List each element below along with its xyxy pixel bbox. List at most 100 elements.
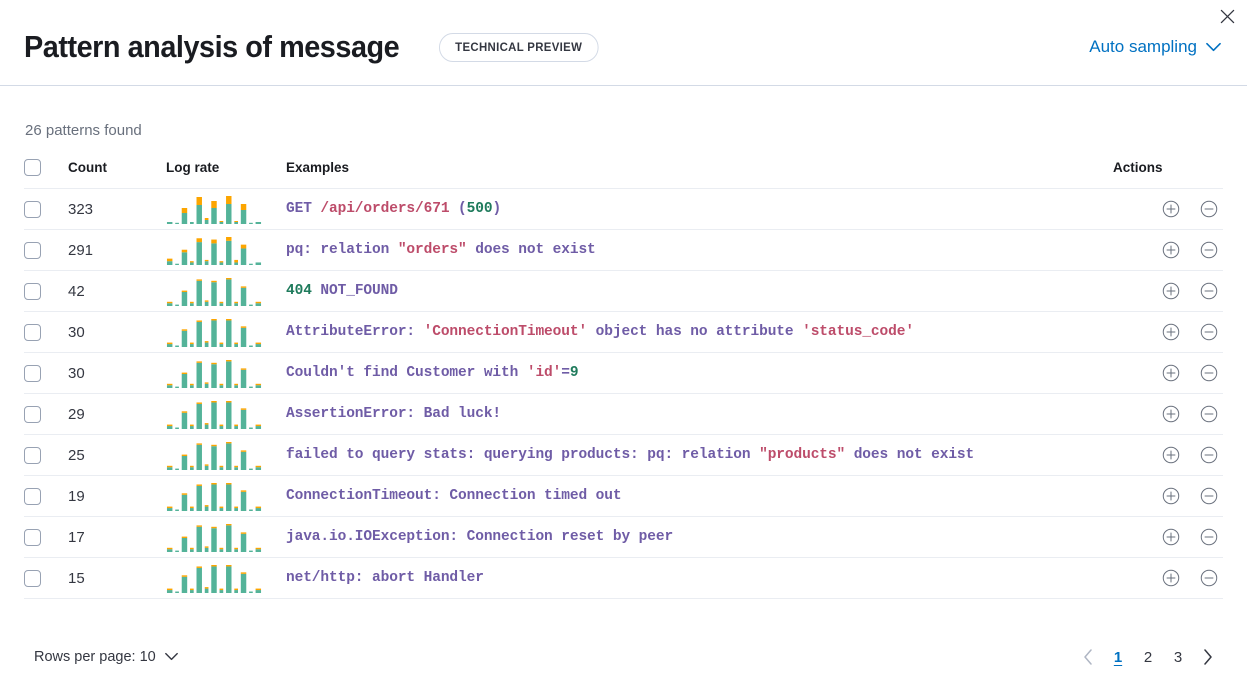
row-count: 30 xyxy=(68,311,166,353)
column-header-count[interactable]: Count xyxy=(68,153,166,189)
remove-filter-icon[interactable] xyxy=(1195,318,1223,346)
add-filter-icon[interactable] xyxy=(1157,482,1185,510)
table-row[interactable]: 19 ConnectionTimeout: Connection timed ou… xyxy=(24,475,1223,517)
remove-filter-icon[interactable] xyxy=(1195,400,1223,428)
example-token: AssertionError: Bad luck! xyxy=(286,406,502,422)
row-actions xyxy=(1113,516,1223,558)
example-token: net/http: abort Handler xyxy=(286,570,484,586)
remove-filter-icon[interactable] xyxy=(1195,195,1223,223)
pagination-page-1[interactable]: 1 xyxy=(1103,642,1133,672)
remove-filter-icon[interactable] xyxy=(1195,359,1223,387)
row-example: net/http: abort Handler xyxy=(286,557,1113,599)
select-all-checkbox[interactable] xyxy=(24,159,41,176)
example-token: failed to query stats: querying products… xyxy=(286,447,760,463)
row-log-rate-sparkline xyxy=(166,188,286,230)
add-filter-icon[interactable] xyxy=(1157,564,1185,592)
remove-filter-icon[interactable] xyxy=(1195,236,1223,264)
row-checkbox[interactable] xyxy=(24,323,41,341)
row-checkbox[interactable] xyxy=(24,200,41,218)
row-example: ConnectionTimeout: Connection timed out xyxy=(286,475,1113,517)
row-checkbox[interactable] xyxy=(24,446,41,464)
add-filter-icon[interactable] xyxy=(1157,400,1185,428)
table-row[interactable]: 25 failed to query stats: querying produc… xyxy=(24,434,1223,476)
row-count: 19 xyxy=(68,475,166,517)
row-select-cell xyxy=(24,311,68,353)
example-token: AttributeError: xyxy=(286,324,424,340)
row-actions xyxy=(1113,475,1223,517)
row-log-rate-sparkline xyxy=(166,557,286,599)
add-filter-icon[interactable] xyxy=(1157,195,1185,223)
remove-filter-icon[interactable] xyxy=(1195,277,1223,305)
select-all-header xyxy=(24,153,68,189)
table-header-row: Count Log rate Examples Actions xyxy=(24,153,1223,189)
auto-sampling-label: Auto sampling xyxy=(1089,37,1197,56)
pagination-page-3[interactable]: 3 xyxy=(1163,642,1193,672)
add-filter-icon[interactable] xyxy=(1157,359,1185,387)
row-select-cell xyxy=(24,229,68,271)
example-token: does not exist xyxy=(845,447,975,463)
row-log-rate-sparkline xyxy=(166,516,286,558)
row-log-rate-sparkline xyxy=(166,393,286,435)
row-select-cell xyxy=(24,475,68,517)
add-filter-icon[interactable] xyxy=(1157,318,1185,346)
row-actions xyxy=(1113,434,1223,476)
row-checkbox[interactable] xyxy=(24,569,41,587)
remove-filter-icon[interactable] xyxy=(1195,441,1223,469)
chevron-down-icon xyxy=(1206,37,1221,57)
remove-filter-icon[interactable] xyxy=(1195,523,1223,551)
row-select-cell xyxy=(24,270,68,312)
add-filter-icon[interactable] xyxy=(1157,441,1185,469)
page-title: Pattern analysis of message xyxy=(24,29,400,64)
row-checkbox[interactable] xyxy=(24,405,41,423)
row-log-rate-sparkline xyxy=(166,352,286,394)
remove-filter-icon[interactable] xyxy=(1195,482,1223,510)
add-filter-icon[interactable] xyxy=(1157,277,1185,305)
remove-filter-icon[interactable] xyxy=(1195,564,1223,592)
chevron-left-icon[interactable] xyxy=(1073,642,1103,672)
row-checkbox[interactable] xyxy=(24,487,41,505)
row-count: 17 xyxy=(68,516,166,558)
row-actions xyxy=(1113,270,1223,312)
patterns-found-label: 26 patterns found xyxy=(25,122,142,139)
row-example: pq: relation "orders" does not exist xyxy=(286,229,1113,271)
row-log-rate-sparkline xyxy=(166,475,286,517)
close-icon[interactable] xyxy=(1213,2,1241,30)
table-header: Count Log rate Examples Actions xyxy=(24,153,1223,189)
example-token: /api/orders/671 xyxy=(320,201,450,217)
row-checkbox[interactable] xyxy=(24,364,41,382)
example-token: 500 xyxy=(466,201,493,217)
rows-per-page-select[interactable]: Rows per page: 10 xyxy=(24,649,178,665)
column-header-log-rate[interactable]: Log rate xyxy=(166,153,286,189)
add-filter-icon[interactable] xyxy=(1157,236,1185,264)
example-token: does not exist xyxy=(466,242,596,258)
row-select-cell xyxy=(24,393,68,435)
add-filter-icon[interactable] xyxy=(1157,523,1185,551)
column-header-actions: Actions xyxy=(1113,153,1223,189)
column-header-examples[interactable]: Examples xyxy=(286,153,1113,189)
row-count: 25 xyxy=(68,434,166,476)
row-actions xyxy=(1113,311,1223,353)
row-checkbox[interactable] xyxy=(24,241,41,259)
row-checkbox[interactable] xyxy=(24,282,41,300)
row-checkbox[interactable] xyxy=(24,528,41,546)
row-select-cell xyxy=(24,352,68,394)
pagination-page-2[interactable]: 2 xyxy=(1133,642,1163,672)
row-example: 404 NOT_FOUND xyxy=(286,270,1113,312)
row-select-cell xyxy=(24,188,68,230)
row-log-rate-sparkline xyxy=(166,229,286,271)
chevron-right-icon[interactable] xyxy=(1193,642,1223,672)
row-select-cell xyxy=(24,557,68,599)
auto-sampling-button[interactable]: Auto sampling xyxy=(1087,37,1223,57)
